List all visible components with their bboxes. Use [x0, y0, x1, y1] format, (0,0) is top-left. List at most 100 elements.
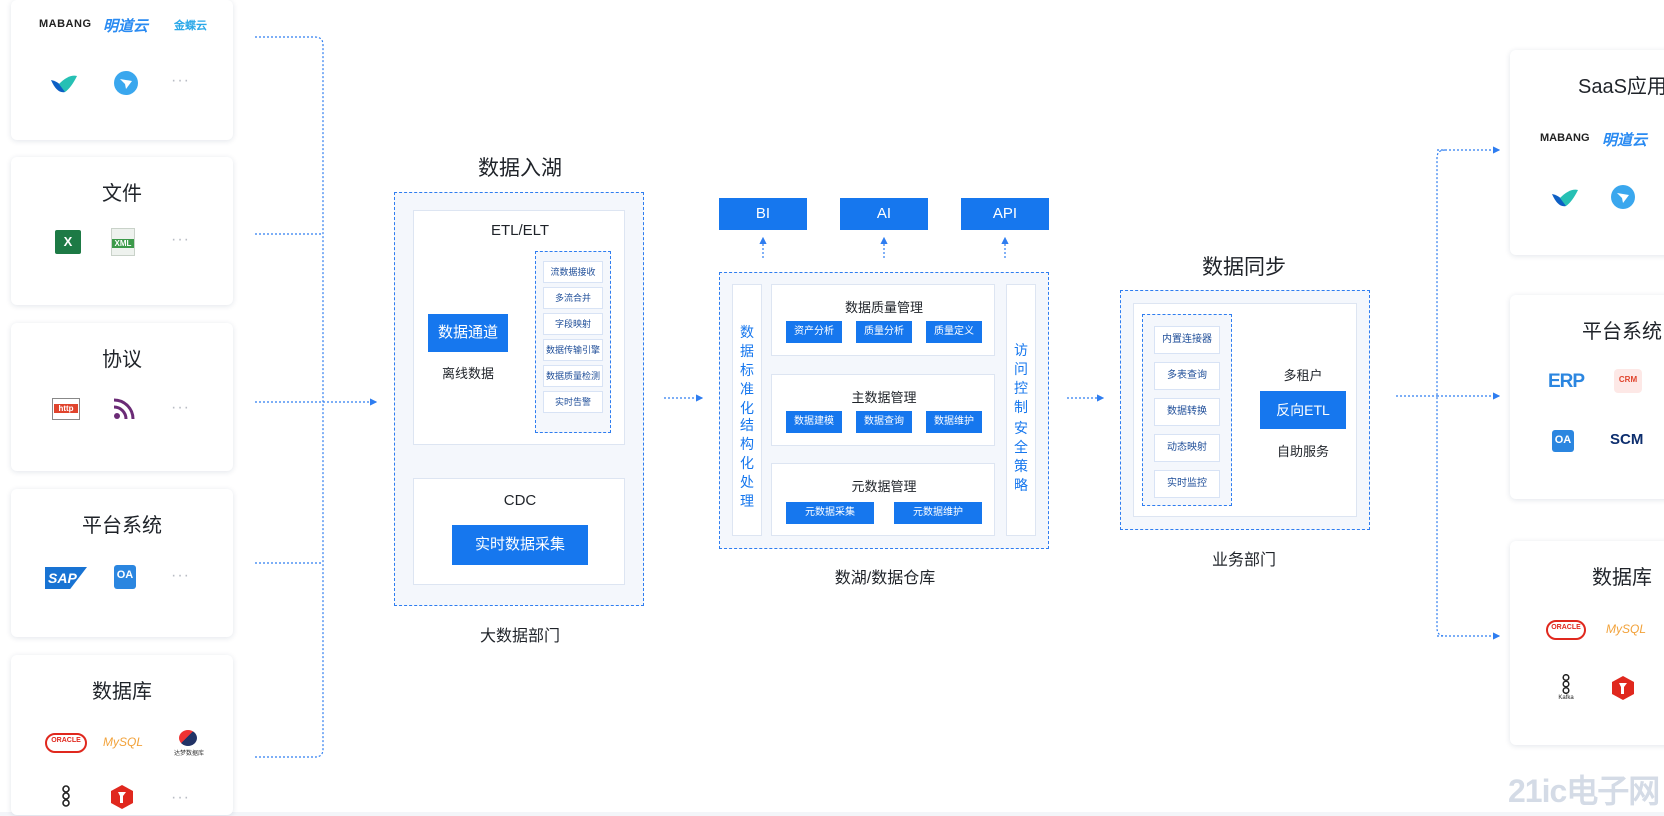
source-card-database: 数据库 ORACLE MySQL 达梦数据库 ··· — [11, 655, 233, 815]
ingest-title: 数据入湖 — [478, 157, 562, 180]
sync-caption: 业务部门 — [1211, 552, 1276, 569]
watermark: 21ic电子网 — [1508, 773, 1660, 809]
dameng-logo: 达梦数据库 — [169, 730, 209, 758]
metadata-collect-button[interactable]: 元数据采集 — [786, 502, 874, 524]
sap-logo-label: SAP — [48, 570, 77, 586]
metadata-maintain-button[interactable]: 元数据维护 — [894, 502, 982, 524]
sync-item: 多表查询 — [1154, 362, 1220, 390]
source-card-platform: 平台系统 SAP OA ··· — [11, 489, 233, 637]
pipeline-item: 数据质量检测 — [543, 365, 603, 387]
erp-logo: ERP — [1548, 371, 1585, 392]
data-channel-button[interactable]: 数据通道 — [428, 314, 508, 352]
kafka-icon — [1562, 674, 1570, 694]
asset-analysis-button[interactable]: 资产分析 — [786, 321, 842, 343]
bi-button[interactable]: BI — [719, 198, 807, 230]
metadata-title: 元数据管理 — [851, 479, 917, 494]
crm-icon: CRM — [1614, 369, 1642, 393]
quality-analysis-button[interactable]: 质量分析 — [856, 321, 912, 343]
pipeline-item: 流数据接收 — [543, 261, 603, 283]
protocol-title: 协议 — [102, 349, 142, 371]
huawei-cloud-icon — [111, 785, 133, 809]
target-card-platform: 平台系统 ERP CRM OA SCM — [1510, 295, 1664, 499]
data-maintenance-button[interactable]: 数据维护 — [926, 411, 982, 433]
kafka-icon — [62, 785, 70, 807]
huawei-cloud-icon — [1612, 676, 1634, 700]
http-icon-label: http — [54, 404, 78, 413]
sync-item: 动态映射 — [1154, 434, 1220, 462]
standardization-label: 数据标准化 — [740, 324, 754, 416]
master-data-panel: 主数据管理 数据建模 数据查询 数据维护 — [771, 374, 995, 446]
quality-management-title: 数据质量管理 — [844, 300, 923, 315]
pipeline-item: 多流合并 — [543, 287, 603, 309]
oracle-logo: ORACLE — [45, 733, 87, 753]
more-icon: ··· — [171, 72, 190, 89]
cdc-title: CDC — [503, 492, 537, 509]
sync-item: 内置连接器 — [1154, 326, 1220, 354]
data-query-button[interactable]: 数据查询 — [856, 411, 912, 433]
lake-caption: 数湖/数据仓库 — [834, 570, 936, 587]
quality-definition-button[interactable]: 质量定义 — [926, 321, 982, 343]
oracle-logo: ORACLE — [1546, 620, 1586, 640]
pipeline-item: 字段映射 — [543, 313, 603, 335]
crm-icon-label: CRM — [1618, 375, 1638, 384]
more-icon: ··· — [171, 399, 190, 416]
sync-panel: 内置连接器 多表查询 数据转换 动态映射 实时监控 多租户 反向ETL 自助服务 — [1133, 303, 1357, 517]
excel-icon: X — [55, 230, 81, 254]
ingest-caption: 大数据部门 — [479, 628, 560, 645]
sync-item: 数据转换 — [1154, 398, 1220, 426]
mingdaoyun-logo: 明道云 — [103, 18, 149, 35]
more-icon: ··· — [171, 231, 190, 248]
mabang-logo: MABANG — [1540, 132, 1590, 144]
source-card-saas: MABANG 明道云 金蝶云 ··· — [11, 0, 233, 140]
kingdee-logo: 金蝶云 — [174, 20, 207, 32]
feishu-icon — [1611, 185, 1635, 209]
multi-tenant-label: 多租户 — [1283, 368, 1323, 383]
oa-icon-label: OA — [1554, 434, 1572, 446]
more-icon: ··· — [171, 567, 190, 584]
dameng-mark — [179, 730, 197, 746]
pipeline-item: 数据传输引擎 — [543, 339, 603, 361]
more-icon: ··· — [171, 789, 190, 806]
dameng-logo-label: 达梦数据库 — [173, 751, 204, 757]
mysql-logo: MySQL — [103, 735, 144, 749]
data-modeling-button[interactable]: 数据建模 — [786, 411, 842, 433]
bird-app-icon — [51, 75, 77, 93]
database-target-title: 数据库 — [1592, 567, 1652, 589]
api-button[interactable]: API — [961, 198, 1049, 230]
files-title: 文件 — [102, 183, 142, 205]
bird-app-icon — [1552, 189, 1578, 207]
platform-title: 平台系统 — [82, 515, 162, 537]
oracle-logo-label: ORACLE — [51, 737, 81, 744]
sync-title: 数据同步 — [1202, 256, 1286, 279]
ai-button[interactable]: AI — [840, 198, 928, 230]
excel-icon-label: X — [63, 234, 73, 249]
metadata-panel: 元数据管理 元数据采集 元数据维护 — [771, 463, 995, 536]
mabang-logo: MABANG — [39, 18, 92, 30]
security-policy-label: 安全策略 — [1014, 420, 1028, 493]
oracle-logo-label: ORACLE — [1551, 624, 1581, 631]
master-data-title: 主数据管理 — [851, 390, 917, 405]
target-card-database: 数据库 ORACLE MySQL Kafka — [1510, 541, 1664, 745]
http-icon: http — [52, 398, 80, 420]
etl-panel: ETL/ELT 数据通道 离线数据 流数据接收 多流合并 字段映射 数据传输引擎… — [413, 210, 625, 445]
xml-file-icon: XML — [111, 228, 135, 256]
feishu-icon — [114, 71, 138, 95]
pipeline-item: 实时告警 — [543, 391, 603, 413]
oa-icon: OA — [1552, 430, 1574, 452]
rss-feed-icon — [112, 397, 136, 421]
xml-icon-label: XML — [112, 239, 134, 248]
source-card-protocol: 协议 http ··· — [11, 323, 233, 471]
offline-data-label: 离线数据 — [441, 366, 494, 381]
structuring-label: 结构化处理 — [740, 417, 754, 509]
self-service-label: 自助服务 — [1276, 444, 1329, 459]
reverse-etl-button[interactable]: 反向ETL — [1260, 391, 1346, 429]
access-control-label: 访问控制 — [1014, 342, 1028, 415]
sap-logo: SAP — [45, 567, 87, 589]
realtime-collect-button[interactable]: 实时数据采集 — [452, 525, 588, 565]
saas-title: SaaS应用 — [1578, 76, 1664, 98]
quality-management-panel: 数据质量管理 资产分析 质量分析 质量定义 — [771, 284, 995, 356]
platform-target-title: 平台系统 — [1582, 321, 1662, 343]
oa-icon: OA — [114, 565, 136, 589]
